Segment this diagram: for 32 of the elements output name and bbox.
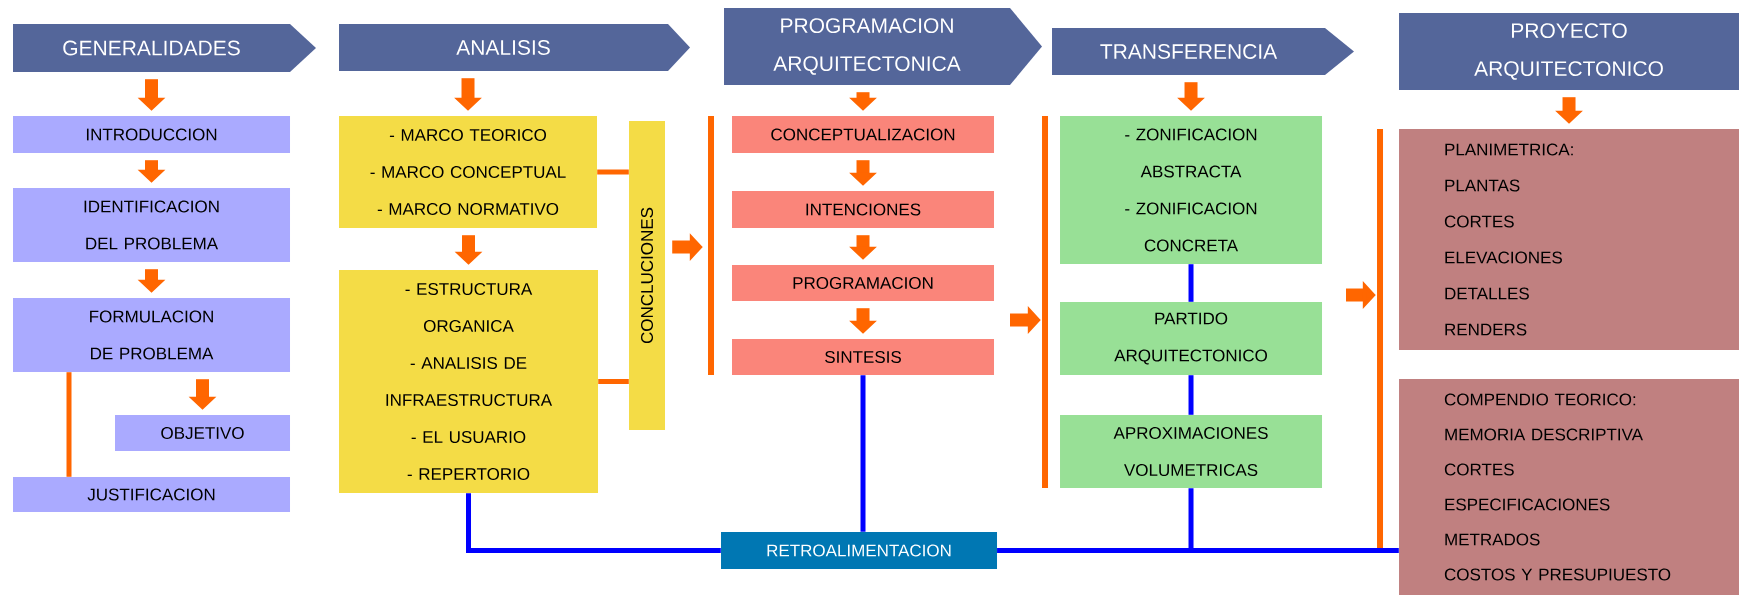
process-box: APROXIMACIONES VOLUMETRICAS	[1060, 415, 1322, 488]
process-box: PLANIMETRICA: PLANTAS CORTES ELEVACIONES DETALLES RENDERS	[1399, 129, 1739, 350]
process-box: FORMULACION DE PROBLEMA	[13, 298, 290, 372]
header-box: TRANSFERENCIA	[1052, 28, 1354, 75]
process-box: - ESTRUCTURA ORGANICA - ANALISIS DE INFRAESTRUCTURA - EL USUARIO - REPERTORIO	[339, 270, 598, 493]
conclusion-box: CONCLUCIONES	[629, 121, 665, 430]
header-box: PROGRAMACION ARQUITECTONICA	[724, 8, 1042, 85]
process-box: IDENTIFICACION DEL PROBLEMA	[13, 188, 290, 262]
bracket-bar	[708, 116, 714, 375]
process-box: OBJETIVO	[115, 415, 290, 451]
process-box: PARTIDO ARQUITECTONICO	[1060, 302, 1322, 375]
process-box: RETROALIMENTACION	[721, 532, 997, 569]
header-box: GENERALIDADES	[13, 24, 316, 72]
process-box: INTENCIONES	[732, 191, 994, 228]
connector-line	[466, 493, 721, 553]
process-box: PROGRAMACION	[732, 265, 994, 301]
connector-line	[598, 379, 629, 384]
process-box: - MARCO TEORICO - MARCO CONCEPTUAL - MARCO NORMATIVO	[339, 116, 597, 228]
process-box: JUSTIFICACION	[13, 477, 290, 512]
process-box: COMPENDIO TEORICO: MEMORIA DESCRIPTIVA CORTES ESPECIFICACIONES METRADOS COSTOS Y PRESUPIUESTO	[1399, 379, 1739, 595]
connector-line	[66, 372, 72, 477]
header-box: ANALISIS	[339, 24, 690, 71]
process-box: INTRODUCCION	[13, 116, 290, 153]
connector-line	[597, 169, 629, 175]
connector-line	[860, 375, 866, 532]
process-box: - ZONIFICACION ABSTRACTA - ZONIFICACION CONCRETA	[1060, 116, 1322, 264]
process-box: CONCEPTUALIZACION	[732, 116, 994, 153]
header-box: PROYECTO ARQUITECTONICO	[1399, 13, 1739, 90]
process-box: SINTESIS	[732, 339, 994, 375]
connector-line	[997, 548, 1399, 553]
connector-line	[1188, 264, 1194, 302]
connector-line	[1188, 375, 1194, 415]
